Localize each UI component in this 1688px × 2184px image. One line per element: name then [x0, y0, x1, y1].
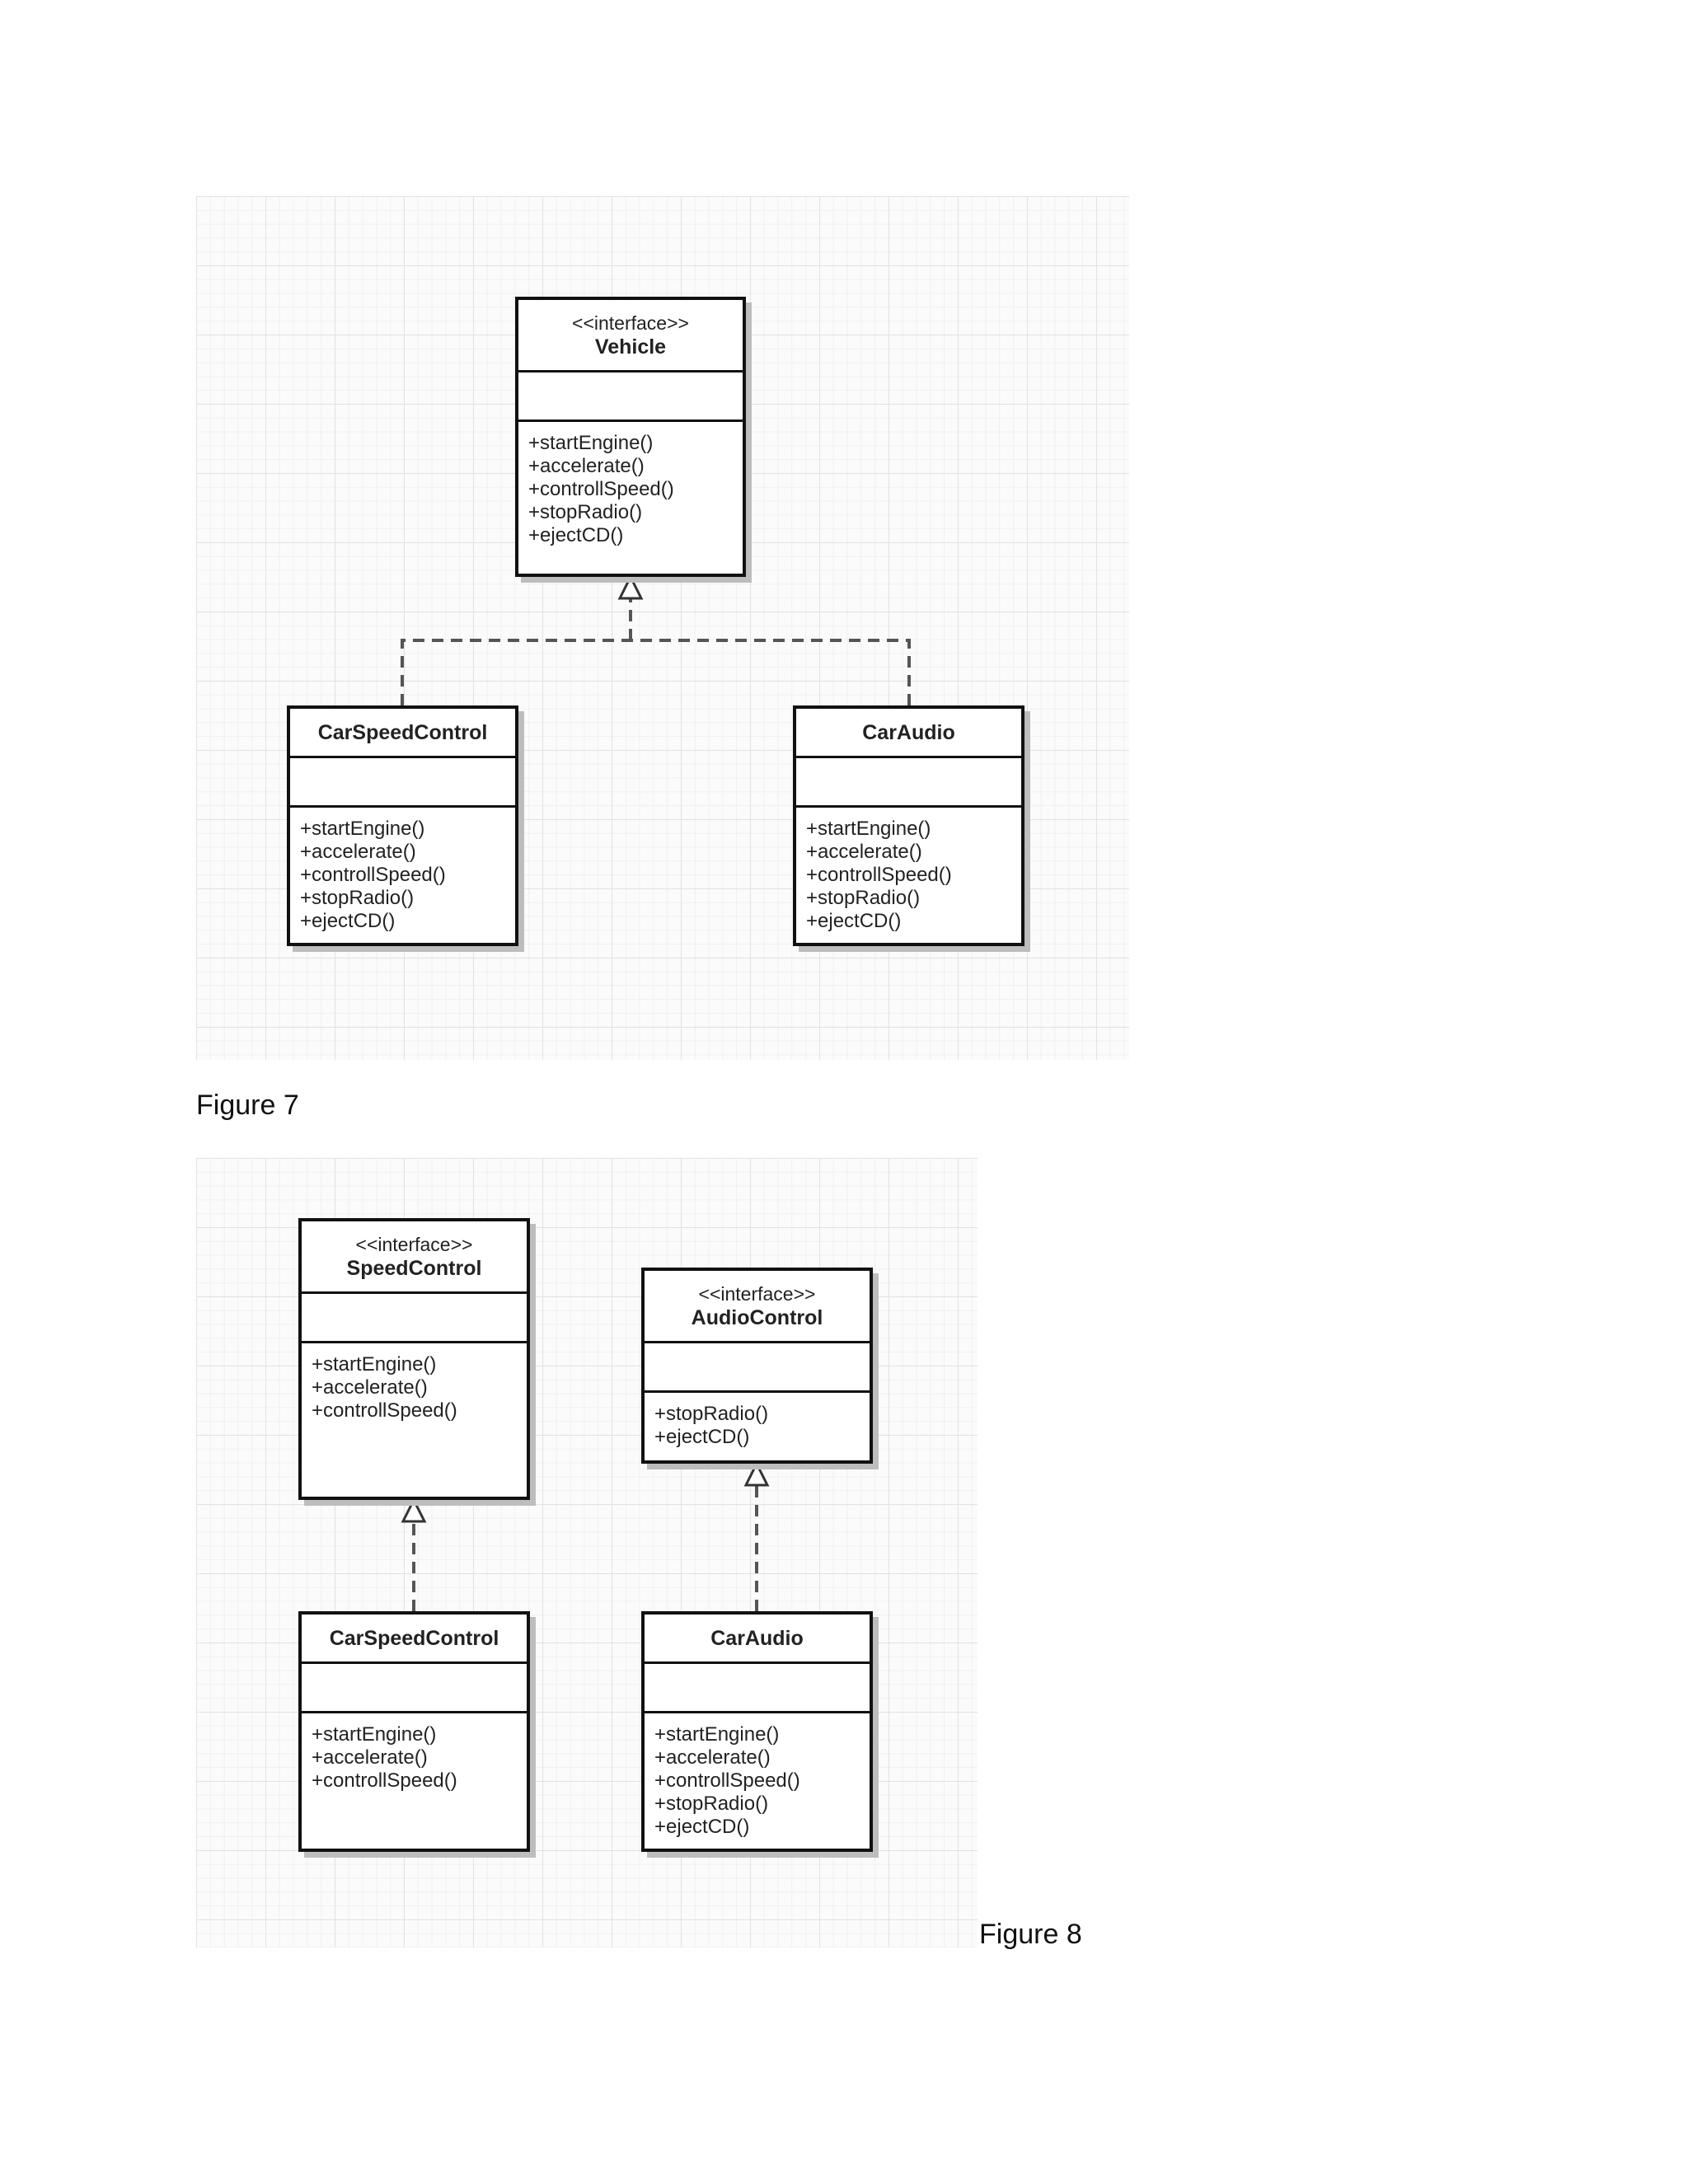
operation: +startEngine() — [312, 1723, 437, 1746]
audiocontrol-attributes — [645, 1343, 870, 1393]
fig8-caraudio-class-name: CarAudio — [710, 1626, 804, 1650]
operation: +ejectCD() — [654, 1816, 750, 1838]
operation: +controllSpeed() — [312, 1769, 457, 1792]
fig7-caraudio-header: CarAudio — [796, 709, 1021, 758]
operation: +stopRadio() — [528, 501, 643, 523]
vehicle-interface-box: <<interface>> Vehicle +startEngine() +ac… — [515, 297, 746, 577]
operation: +startEngine() — [528, 432, 654, 454]
operation: +controllSpeed() — [654, 1769, 800, 1792]
operation: +accelerate() — [806, 841, 922, 863]
operation: +startEngine() — [654, 1723, 780, 1746]
operation: +ejectCD() — [654, 1426, 750, 1448]
operation: +startEngine() — [300, 818, 425, 840]
vehicle-attributes — [518, 373, 743, 422]
fig8-carspeedcontrol-class-name: CarSpeedControl — [329, 1626, 499, 1650]
operation: +ejectCD() — [528, 524, 624, 546]
operation: +startEngine() — [312, 1353, 437, 1376]
vehicle-operations: +startEngine() +accelerate() +controllSp… — [518, 422, 743, 574]
fig7-carspeedcontrol-class-name: CarSpeedControl — [317, 720, 488, 744]
fig7-carspeedcontrol-header: CarSpeedControl — [290, 709, 515, 758]
operation: +accelerate() — [528, 455, 645, 477]
audiocontrol-stereotype: <<interface>> — [698, 1282, 816, 1305]
fig7-caraudio-operations: +startEngine() +accelerate() +controllSp… — [796, 808, 1021, 943]
operation: +controllSpeed() — [806, 864, 952, 886]
operation: +accelerate() — [312, 1746, 428, 1769]
fig7-carspeedcontrol-attributes — [290, 758, 515, 808]
operation: +stopRadio() — [806, 887, 921, 909]
operation: +controllSpeed() — [528, 478, 674, 500]
vehicle-header: <<interface>> Vehicle — [518, 300, 743, 373]
speedcontrol-header: <<interface>> SpeedControl — [302, 1221, 527, 1294]
operation: +ejectCD() — [806, 910, 902, 932]
operation: +controllSpeed() — [300, 864, 446, 886]
speedcontrol-attributes — [302, 1294, 527, 1343]
vehicle-stereotype: <<interface>> — [572, 312, 689, 334]
fig7-caraudio-attributes — [796, 758, 1021, 808]
figure-8-caption: Figure 8 — [979, 1919, 1082, 1950]
fig7-carspeedcontrol-class-box: CarSpeedControl +startEngine() +accelera… — [287, 705, 518, 946]
fig8-caraudio-header: CarAudio — [645, 1615, 870, 1664]
fig8-carspeedcontrol-header: CarSpeedControl — [302, 1615, 527, 1664]
fig7-carspeedcontrol-operations: +startEngine() +accelerate() +controllSp… — [290, 808, 515, 943]
fig7-caraudio-class-name: CarAudio — [862, 720, 955, 744]
operation: +ejectCD() — [300, 910, 396, 932]
speedcontrol-class-name: SpeedControl — [346, 1256, 482, 1280]
speedcontrol-stereotype: <<interface>> — [355, 1233, 473, 1255]
audiocontrol-operations: +stopRadio() +ejectCD() — [645, 1393, 870, 1460]
figure-7-caption: Figure 7 — [196, 1090, 299, 1121]
operation: +stopRadio() — [300, 887, 415, 909]
operation: +stopRadio() — [654, 1403, 769, 1425]
audiocontrol-class-name: AudioControl — [691, 1305, 823, 1329]
vehicle-class-name: Vehicle — [594, 335, 667, 359]
speedcontrol-operations: +startEngine() +accelerate() +controllSp… — [302, 1343, 527, 1497]
fig8-caraudio-class-box: CarAudio +startEngine() +accelerate() +c… — [641, 1611, 873, 1852]
operation: +controllSpeed() — [312, 1399, 457, 1422]
fig8-carspeedcontrol-class-box: CarSpeedControl +startEngine() +accelera… — [298, 1611, 530, 1852]
operation: +accelerate() — [312, 1376, 428, 1399]
operation: +stopRadio() — [654, 1793, 769, 1815]
fig7-caraudio-class-box: CarAudio +startEngine() +accelerate() +c… — [793, 705, 1025, 946]
fig8-carspeedcontrol-attributes — [302, 1664, 527, 1713]
operation: +startEngine() — [806, 818, 931, 840]
fig8-caraudio-attributes — [645, 1664, 870, 1713]
fig8-carspeedcontrol-operations: +startEngine() +accelerate() +controllSp… — [302, 1713, 527, 1849]
audiocontrol-header: <<interface>> AudioControl — [645, 1271, 870, 1343]
operation: +accelerate() — [654, 1746, 771, 1769]
speedcontrol-interface-box: <<interface>> SpeedControl +startEngine(… — [298, 1218, 530, 1500]
fig8-caraudio-operations: +startEngine() +accelerate() +controllSp… — [645, 1713, 870, 1849]
operation: +accelerate() — [300, 841, 416, 863]
audiocontrol-interface-box: <<interface>> AudioControl +stopRadio() … — [641, 1268, 873, 1464]
